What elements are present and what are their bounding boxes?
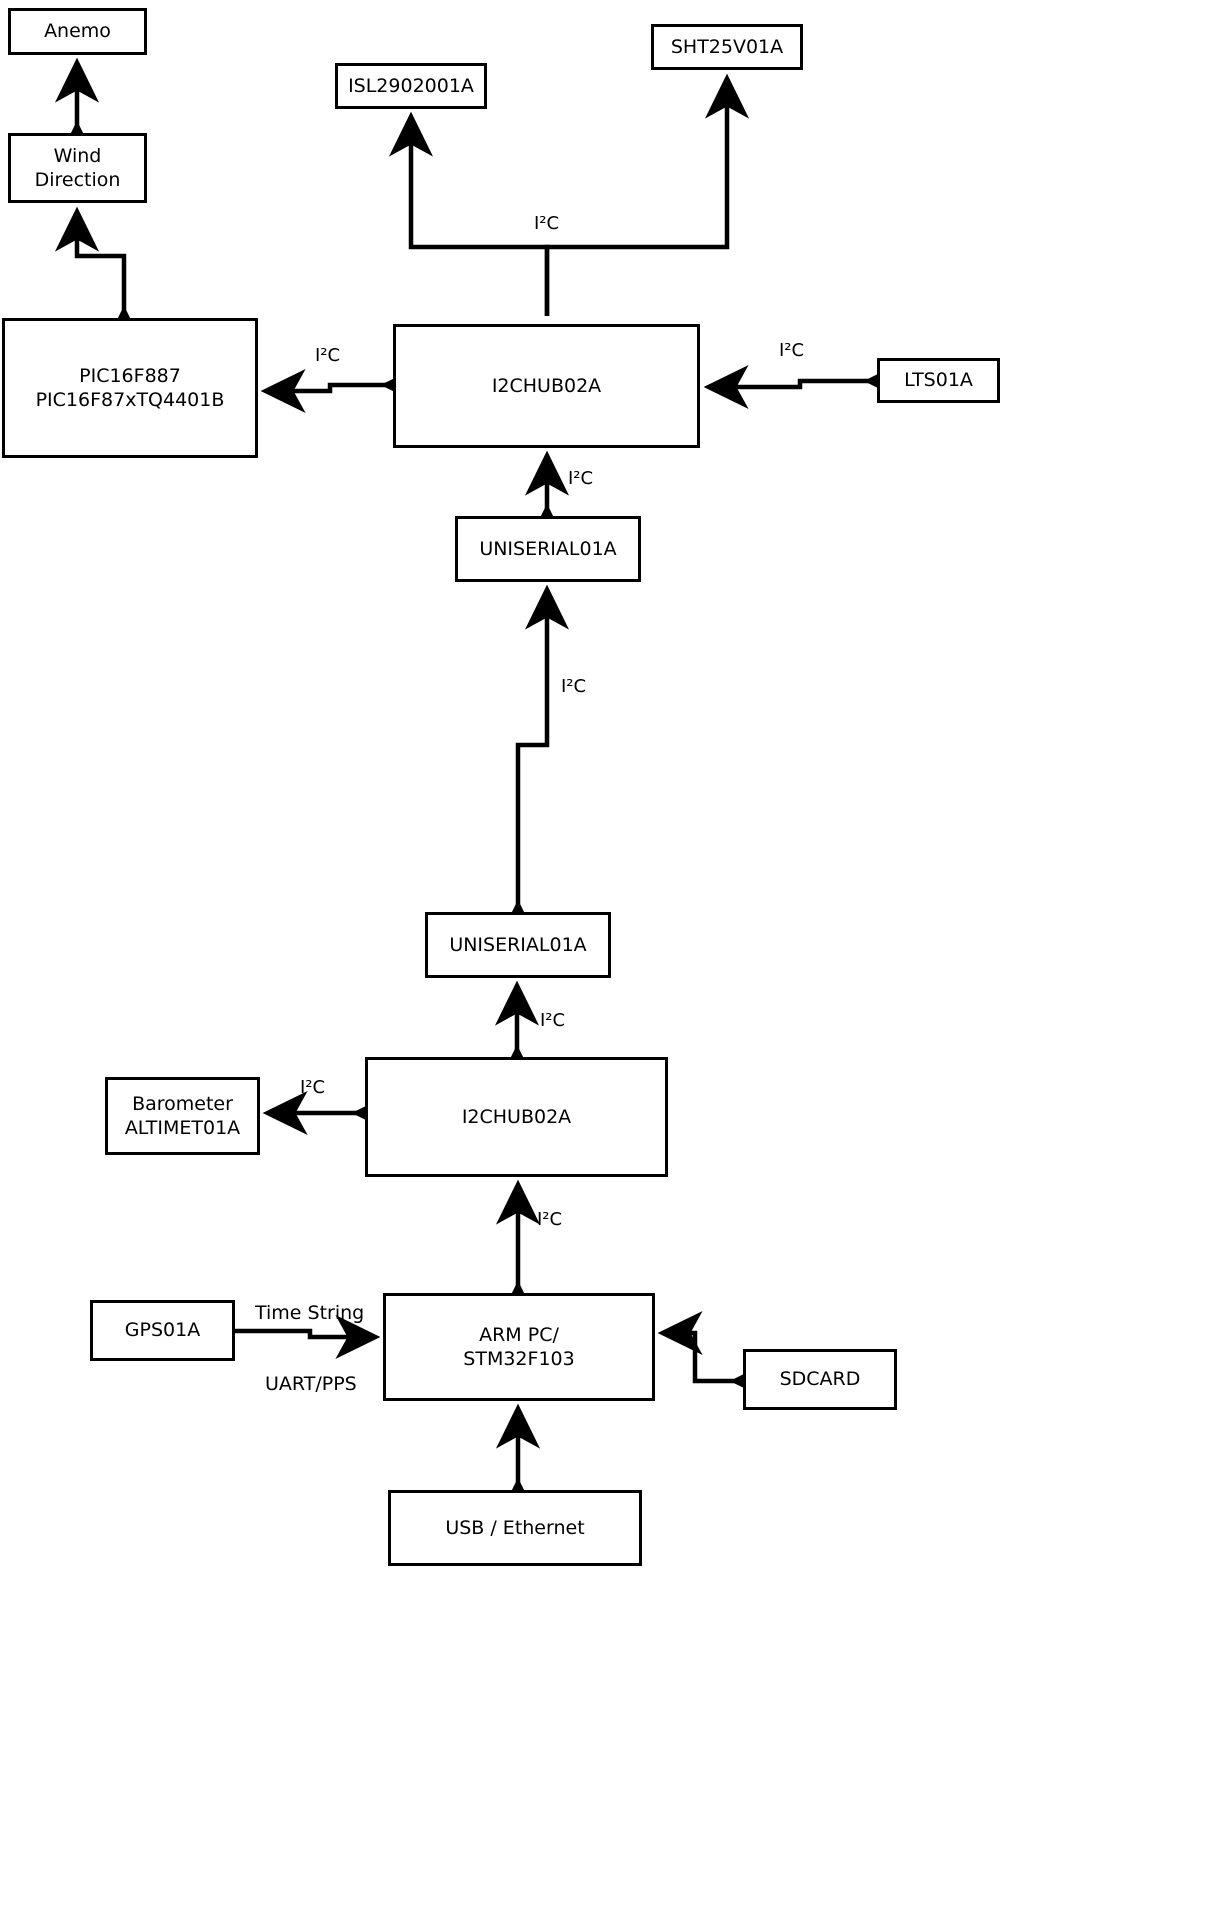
node-sht25v01a[interactable]: SHT25V01A xyxy=(651,24,803,70)
node-arm-pc-stm32f103[interactable]: ARM PC/ STM32F103 xyxy=(383,1293,655,1401)
edge-label-uart-pps: UART/PPS xyxy=(265,1373,357,1395)
node-pic16f887[interactable]: PIC16F887 PIC16F87xTQ4401B xyxy=(2,318,258,458)
node-i2chub02a-top[interactable]: I2CHUB02A xyxy=(393,324,700,448)
edge-label-i2c-barometer-hub: I²C xyxy=(300,1077,326,1098)
edge-label-time-string: Time String xyxy=(255,1302,365,1324)
connector-hub-isl xyxy=(388,111,550,316)
node-uniserial01a-lower[interactable]: UNISERIAL01A xyxy=(425,912,611,978)
node-gps01a[interactable]: GPS01A xyxy=(90,1300,235,1361)
node-isl2902001a[interactable]: ISL2902001A xyxy=(335,63,487,109)
node-lts01a[interactable]: LTS01A xyxy=(877,358,1000,403)
edge-label-i2c-uniserial-hub: I²C xyxy=(540,1010,566,1031)
node-usb-ethernet[interactable]: USB / Ethernet xyxy=(388,1490,642,1566)
node-uniserial01a-upper[interactable]: UNISERIAL01A xyxy=(455,516,641,582)
connector-pic-winddirection xyxy=(54,206,147,351)
connector-pic-hub-top xyxy=(260,362,426,414)
edge-label-i2c-pic-hub: I²C xyxy=(315,345,341,366)
connector-hub-sht xyxy=(544,73,750,316)
connector-gps-armpc xyxy=(235,1314,381,1360)
edge-label-i2c-hub-lts: I²C xyxy=(779,340,805,361)
node-i2chub02a-bottom[interactable]: I2CHUB02A xyxy=(365,1057,668,1177)
node-anemo[interactable]: Anemo xyxy=(8,8,147,55)
node-barometer-altimet01a[interactable]: Barometer ALTIMET01A xyxy=(105,1077,260,1155)
connector-uniserial-uniserial xyxy=(495,584,570,945)
node-sdcard[interactable]: SDCARD xyxy=(743,1349,897,1410)
edge-label-i2c-hub-armpc: I²C xyxy=(537,1209,563,1230)
connector-hub-lts xyxy=(703,358,909,410)
node-wind-direction[interactable]: Wind Direction xyxy=(8,133,147,203)
edge-label-i2c-hub-uniserial: I²C xyxy=(568,468,594,489)
edge-label-i2c-uniserial-uniserial: I²C xyxy=(561,676,587,697)
edge-label-i2c-hub-sensors: I²C xyxy=(534,213,560,234)
connector-armpc-sdcard xyxy=(657,1310,775,1404)
